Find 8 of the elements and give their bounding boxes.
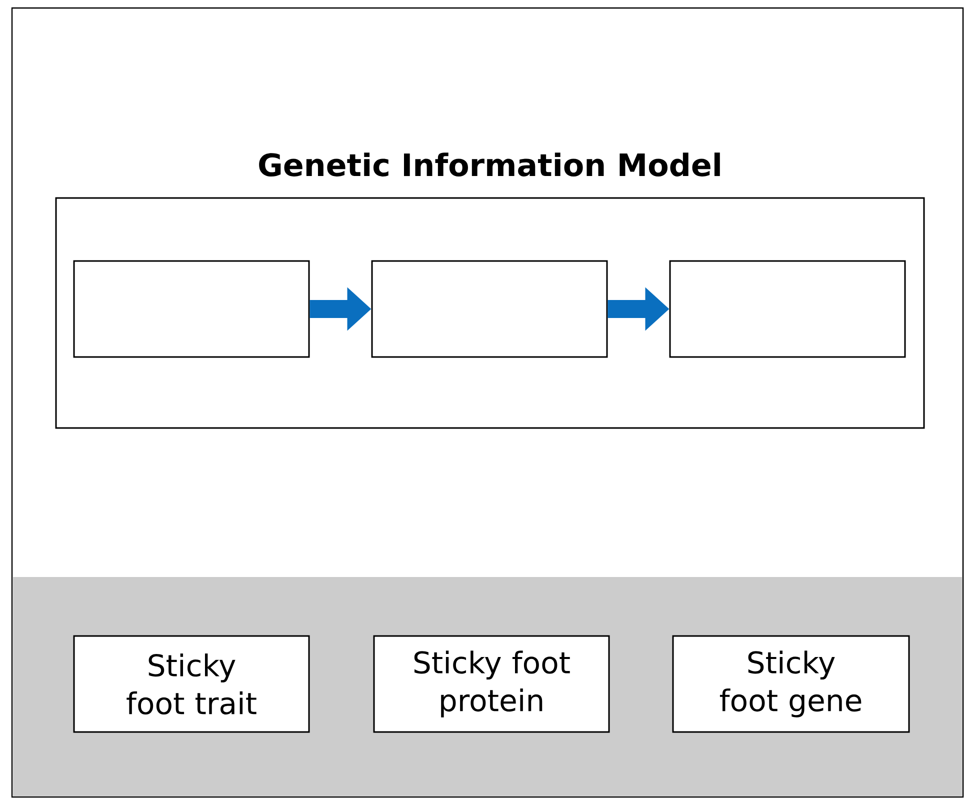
empty-box [73,260,310,358]
answer-box: Sticky foot protein [373,635,610,733]
empty-box [371,260,608,358]
answer-box: Sticky foot gene [672,635,910,733]
title: Genetic Information Model [259,152,720,176]
group-box [55,197,925,429]
answer-box: Sticky foot trait [73,635,310,733]
empty-box [669,260,906,358]
